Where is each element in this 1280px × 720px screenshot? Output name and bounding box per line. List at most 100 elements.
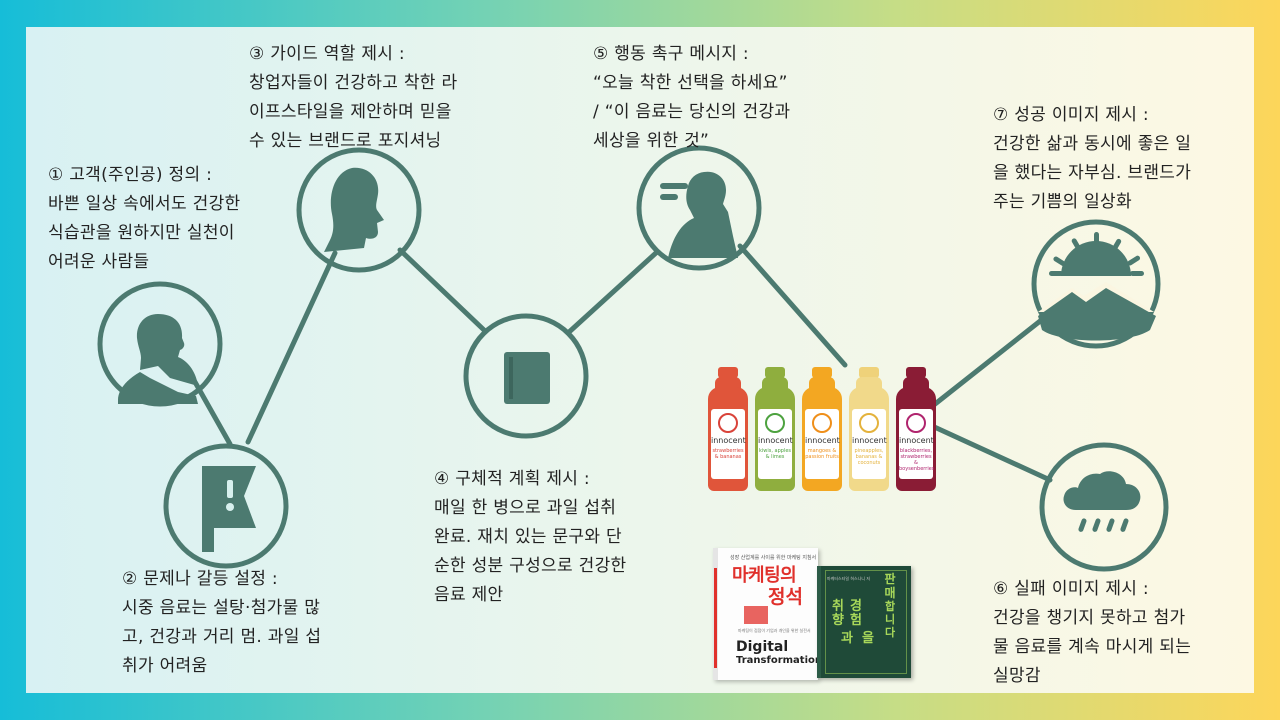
innocent-logo-icon bbox=[859, 413, 879, 433]
innocent-logo-icon bbox=[906, 413, 926, 433]
step-plan-line-1: 매일 한 병으로 과일 섭취 bbox=[434, 498, 617, 518]
step-plan-line-4: 음료 제안 bbox=[434, 585, 504, 605]
connector-action-bottles bbox=[737, 243, 848, 368]
book-marketing-title2: 정석 bbox=[768, 586, 803, 608]
bottle-cap bbox=[812, 367, 832, 378]
speaking-person-icon bbox=[660, 171, 738, 258]
bottle-brand: innocent bbox=[711, 436, 746, 445]
step-failure-line-1: 건강을 챙기지 못하고 첨가 bbox=[993, 608, 1186, 628]
step-success-line-2: 을 했다는 자부심. 브랜드가 bbox=[993, 163, 1192, 183]
step-guide-line-3: 수 있는 브랜드로 포지셔닝 bbox=[249, 131, 442, 151]
warning-flag-icon bbox=[202, 466, 256, 552]
product-bottles: innocent strawberries & bananas innocent… bbox=[704, 367, 940, 493]
bottle-label: innocent blackberries, strawberries & bo… bbox=[899, 409, 935, 479]
book-taste-col-4: 경험 bbox=[850, 599, 862, 628]
book-taste-frame bbox=[825, 570, 907, 674]
step-guide-line-1: 창업자들이 건강하고 착한 라 bbox=[249, 73, 458, 93]
bottle-brand: innocent bbox=[805, 436, 840, 445]
guide-person-icon bbox=[324, 167, 384, 252]
step-failure-line-3: 실망감 bbox=[993, 666, 1041, 686]
step-action-line-2: / “이 음료는 당신의 건강과 bbox=[593, 102, 791, 122]
connector-plan-action bbox=[565, 249, 660, 336]
book-taste-col-5: 과 bbox=[841, 631, 853, 646]
bottle-brand: innocent bbox=[899, 436, 934, 445]
bottle: innocent blackberries, strawberries & bo… bbox=[896, 367, 936, 491]
step-problem-text: ② 문제나 갈등 설정 : 시중 음료는 설탕·첨가물 많 고, 건강과 거리 … bbox=[122, 565, 321, 681]
node-success-ring bbox=[1031, 219, 1161, 349]
step-failure-line-2: 물 음료를 계속 마시게 되는 bbox=[993, 637, 1192, 657]
book-taste-col-1: 판매 bbox=[884, 572, 896, 600]
book-marketing-english: Digital Transformation bbox=[736, 640, 822, 668]
bottle-flavor: blackberries, strawberries & boysenberri… bbox=[899, 448, 935, 472]
step-success-title: ⑦ 성공 이미지 제시 : bbox=[993, 105, 1149, 125]
bottle-cap bbox=[906, 367, 926, 378]
step-plan-line-2: 완료. 재치 있는 문구와 단 bbox=[434, 527, 622, 547]
book-taste-col-6: 을 bbox=[862, 631, 874, 646]
book-marketing: 성장 산업계를 사이를 위한 마케팅 지침서 마케팅의 정석 마케팅이 점점이 … bbox=[713, 548, 822, 680]
node-action bbox=[636, 145, 762, 271]
node-problem-ring bbox=[163, 443, 289, 569]
node-plan-ring bbox=[463, 313, 589, 439]
book-taste-col-3: 취향 bbox=[832, 599, 844, 628]
bottle-label: innocent mangoes & passion fruits bbox=[805, 409, 840, 479]
node-failure bbox=[1039, 442, 1169, 572]
bottle-label: innocent strawberries & bananas bbox=[711, 409, 746, 479]
step-action-line-1: “오늘 착한 선택을 하세요” bbox=[593, 73, 788, 93]
step-guide-text: ③ 가이드 역할 제시 : 창업자들이 건강하고 착한 라 이프스타일을 제안하… bbox=[249, 40, 457, 156]
connector-lines bbox=[192, 243, 1053, 483]
innocent-logo-icon bbox=[718, 413, 738, 433]
bottle-cap bbox=[765, 367, 785, 378]
connector-problem-guide bbox=[245, 250, 338, 445]
bottle-flavor: mangoes & passion fruits bbox=[805, 448, 839, 460]
bottle: innocent mangoes & passion fruits bbox=[802, 367, 842, 491]
node-failure-ring bbox=[1039, 442, 1169, 572]
connector-bottles-success bbox=[927, 315, 1047, 411]
innocent-logo-icon bbox=[765, 413, 785, 433]
bottle-brand: innocent bbox=[758, 436, 793, 445]
step-success-text: ⑦ 성공 이미지 제시 : 건강한 삶과 동시에 좋은 일 을 했다는 자부심.… bbox=[993, 101, 1191, 217]
bottle-label: innocent pineapples, bananas & coconuts bbox=[852, 409, 887, 479]
bottle: innocent pineapples, bananas & coconuts bbox=[849, 367, 889, 491]
step-action-text: ⑤ 행동 촉구 메시지 : “오늘 착한 선택을 하세요” / “이 음료는 당… bbox=[593, 40, 790, 156]
step-problem-title: ② 문제나 갈등 설정 : bbox=[122, 569, 278, 589]
step-hero-line-2: 식습관을 원하지만 실천이 bbox=[48, 223, 235, 243]
step-hero-text: ① 고객(주인공) 정의 : 바쁜 일상 속에서도 건강한 식습관을 원하지만 … bbox=[48, 161, 240, 277]
node-plan bbox=[463, 313, 589, 439]
bottle-flavor: kiwis, apples & limes bbox=[758, 448, 792, 460]
connector-guide-plan bbox=[397, 247, 487, 333]
step-problem-line-2: 고, 건강과 거리 멈. 과일 섭 bbox=[122, 627, 322, 647]
step-guide-line-2: 이프스타일을 제안하며 믿을 bbox=[249, 102, 452, 122]
step-action-line-3: 세상을 위한 것” bbox=[593, 131, 710, 151]
step-plan-line-3: 순한 성분 구성으로 건강한 bbox=[434, 556, 627, 576]
book-icon bbox=[504, 352, 550, 404]
step-action-title: ⑤ 행동 촉구 메시지 : bbox=[593, 44, 749, 64]
bottle: innocent kiwis, apples & limes bbox=[755, 367, 795, 491]
step-problem-line-3: 취가 어려움 bbox=[122, 656, 208, 676]
step-hero-line-3: 어려운 사람들 bbox=[48, 252, 150, 272]
step-success-line-3: 주는 기쁨의 일상화 bbox=[993, 192, 1132, 212]
bottle-flavor: pineapples, bananas & coconuts bbox=[854, 448, 884, 466]
book-taste: 마케터스타일 허스나니 저 판매 합니다 취향 경험 과 을 bbox=[817, 566, 911, 678]
step-success-line-1: 건강한 삶과 동시에 좋은 일 bbox=[993, 134, 1192, 154]
node-hero bbox=[97, 281, 223, 407]
person-head-icon bbox=[118, 314, 198, 404]
book-marketing-illustration bbox=[744, 606, 768, 624]
node-success bbox=[1031, 219, 1161, 349]
node-guide bbox=[296, 147, 422, 273]
step-hero-title: ① 고객(주인공) 정의 : bbox=[48, 165, 213, 185]
bottle: innocent strawberries & bananas bbox=[708, 367, 748, 491]
bottle-brand: innocent bbox=[852, 436, 887, 445]
bottle-flavor: strawberries & bananas bbox=[712, 448, 744, 460]
node-problem bbox=[163, 443, 289, 569]
book-marketing-top: 성장 산업계를 사이를 위한 마케팅 지침서 bbox=[730, 555, 817, 561]
node-guide-ring bbox=[296, 147, 422, 273]
innocent-logo-icon bbox=[812, 413, 832, 433]
book-taste-top: 마케터스타일 허스나니 저 bbox=[827, 576, 871, 581]
sunrise-mountain-icon bbox=[1038, 232, 1156, 341]
bottle-cap bbox=[859, 367, 879, 378]
step-hero-line-1: 바쁜 일상 속에서도 건강한 bbox=[48, 194, 241, 214]
book-taste-col-2: 합니다 bbox=[884, 600, 896, 639]
bottle-cap bbox=[718, 367, 738, 378]
step-failure-title: ⑥ 실패 이미지 제시 : bbox=[993, 579, 1149, 599]
